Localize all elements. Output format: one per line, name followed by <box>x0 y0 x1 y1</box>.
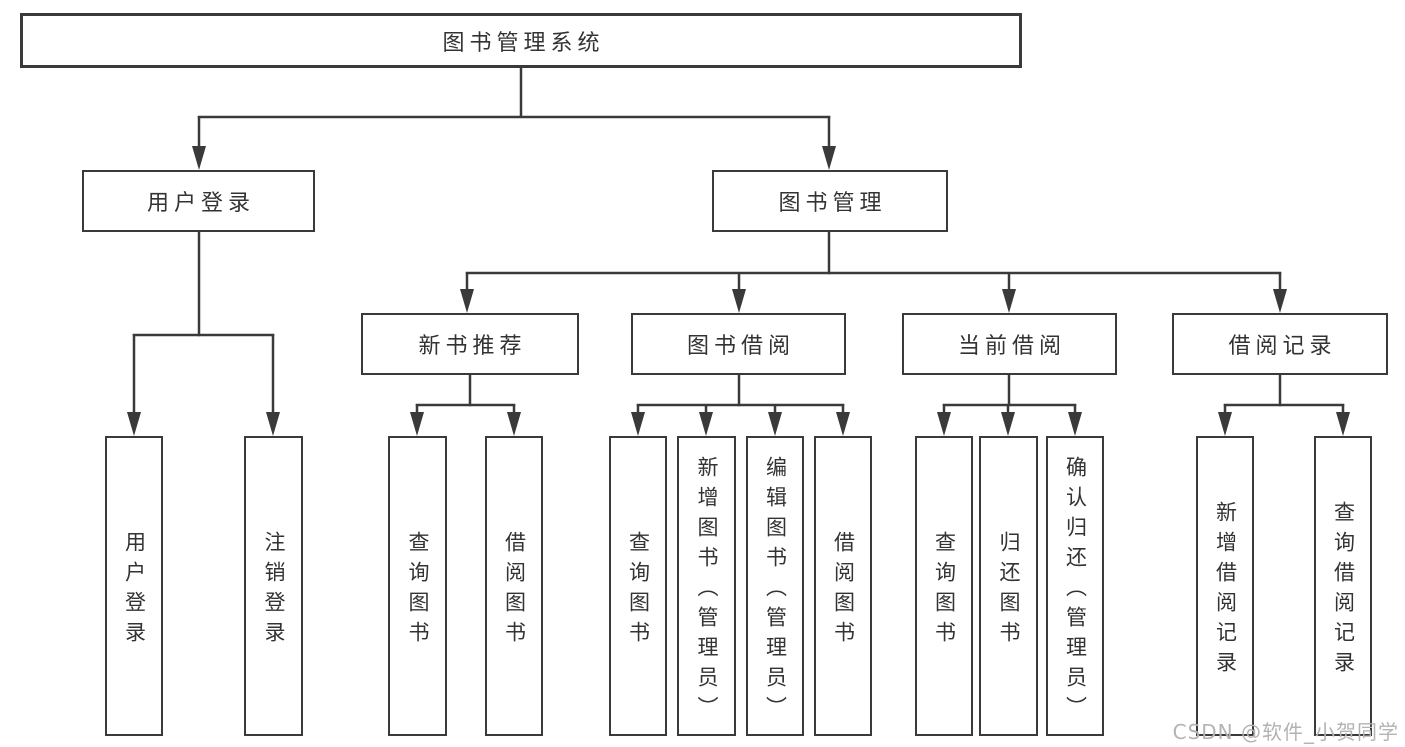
leaf-logout: 注销登录 <box>244 436 303 736</box>
leaf-borrow-books-label: 借阅图书 <box>831 530 856 651</box>
leaf-borrow-books-recommend-label: 借阅图书 <box>502 530 527 651</box>
leaf-query-books-current: 查询图书 <box>915 436 973 736</box>
leaf-logout-label: 注销登录 <box>262 530 287 651</box>
leaf-return-books: 归还图书 <box>979 436 1038 736</box>
leaf-query-books-borrowing: 查询图书 <box>609 436 667 736</box>
leaf-query-books-recommend-label: 查询图书 <box>406 530 431 651</box>
leaf-query-borrow-record: 查询借阅记录 <box>1314 436 1372 736</box>
leaf-user-login: 用户登录 <box>105 436 163 736</box>
leaf-add-borrow-record-label: 新增借阅记录 <box>1213 500 1238 681</box>
leaf-borrow-books-recommend: 借阅图书 <box>485 436 543 736</box>
leaf-query-books-borrowing-label: 查询图书 <box>626 530 651 651</box>
leaf-add-borrow-record: 新增借阅记录 <box>1196 436 1254 736</box>
node-new-book-recommendation: 新书推荐 <box>361 313 579 375</box>
leaf-query-borrow-record-label: 查询借阅记录 <box>1331 500 1356 681</box>
leaf-return-books-label: 归还图书 <box>997 530 1022 651</box>
leaf-confirm-return-admin: 确认归还（管理员） <box>1046 436 1104 736</box>
node-book-borrowing-label: 图书借阅 <box>686 334 795 359</box>
leaf-user-login-label: 用户登录 <box>122 530 147 651</box>
node-book-management: 图书管理 <box>712 170 948 232</box>
leaf-add-books-admin-label: 新增图书（管理员） <box>695 455 720 726</box>
node-current-borrowing-label: 当前借阅 <box>957 334 1066 359</box>
node-borrowing-records-label: 借阅记录 <box>1228 334 1337 359</box>
node-root-label: 图书管理系统 <box>442 30 605 56</box>
leaf-confirm-return-admin-label: 确认归还（管理员） <box>1063 455 1088 726</box>
node-book-borrowing: 图书借阅 <box>631 313 846 375</box>
leaf-edit-books-admin-label: 编辑图书（管理员） <box>763 455 788 726</box>
node-book-management-label: 图书管理 <box>778 191 887 216</box>
node-user-login: 用户登录 <box>82 170 315 232</box>
leaf-add-books-admin: 新增图书（管理员） <box>677 436 736 736</box>
node-borrowing-records: 借阅记录 <box>1172 313 1388 375</box>
leaf-edit-books-admin: 编辑图书（管理员） <box>746 436 804 736</box>
leaf-query-books-current-label: 查询图书 <box>932 530 957 651</box>
node-current-borrowing: 当前借阅 <box>902 313 1117 375</box>
csdn-watermark: CSDN @软件_小贺同学 <box>1172 720 1399 744</box>
node-new-book-recommendation-label: 新书推荐 <box>418 334 527 359</box>
node-root-system: 图书管理系统 <box>20 13 1022 68</box>
leaf-query-books-recommend: 查询图书 <box>388 436 447 736</box>
leaf-borrow-books: 借阅图书 <box>814 436 872 736</box>
node-user-login-label: 用户登录 <box>146 191 255 216</box>
